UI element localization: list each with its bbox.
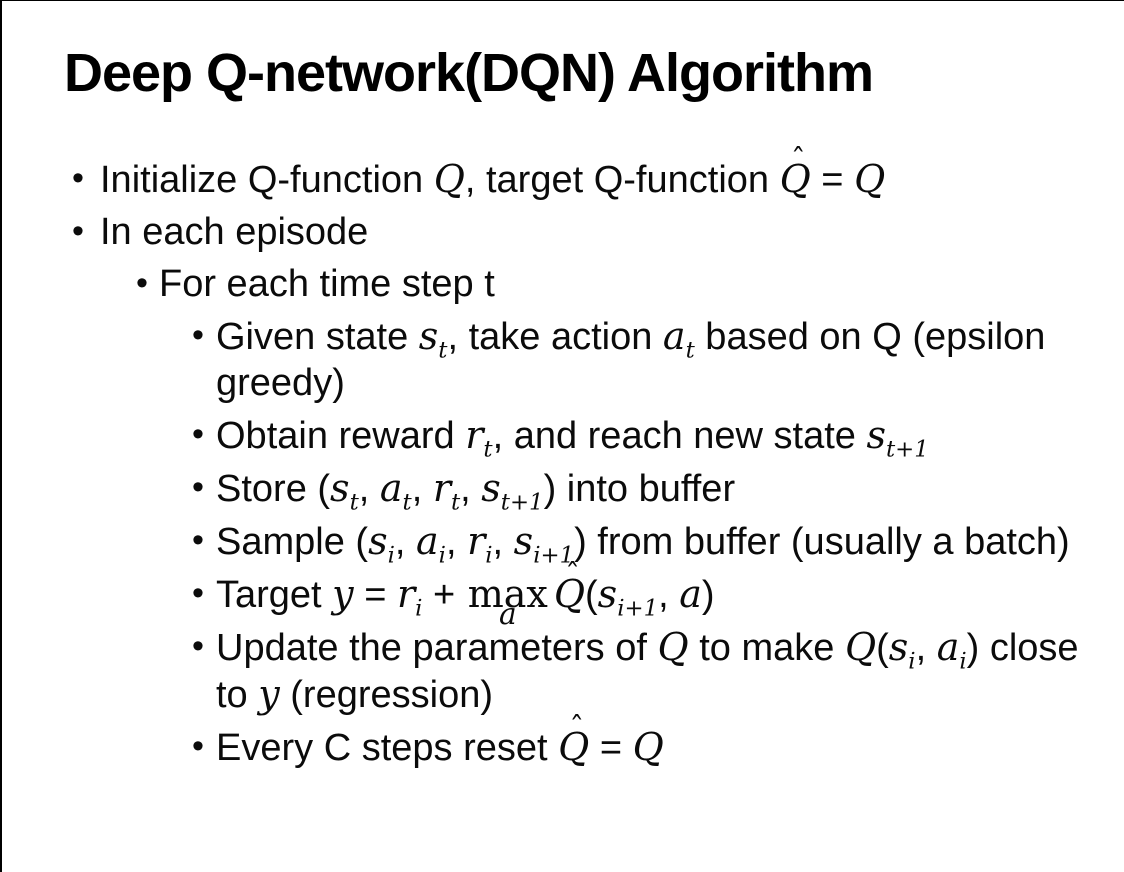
math-var: s	[513, 519, 534, 564]
bullet-marker-icon: •	[72, 212, 84, 251]
bullet-marker-icon: •	[192, 415, 204, 454]
math-subscript: i	[908, 649, 916, 676]
bullet-item: •Store (st, at, rt, st+1) into buffer	[192, 466, 736, 517]
hat-accent: ˆ	[790, 141, 806, 177]
math-subscript: t	[438, 338, 448, 365]
math-var: Q	[844, 625, 877, 670]
slide-title: Deep Q-network(DQN) Algorithm	[64, 43, 874, 103]
bullet-item: •Obtain reward rt, and reach new state s…	[192, 413, 929, 464]
math-var: a	[936, 625, 960, 670]
bullet-marker-icon: •	[192, 521, 204, 560]
max-operator-argument: a	[498, 595, 517, 631]
bullet-marker-icon: •	[192, 468, 204, 507]
hat-accent: ˆ	[565, 556, 580, 592]
math-var: y	[332, 572, 354, 617]
math-subscript: t+1	[500, 490, 544, 517]
math-subscript: i	[387, 543, 395, 570]
math-var: s	[481, 466, 501, 511]
bullet-item: •For each time step t	[136, 261, 1098, 307]
math-subscript: i	[959, 649, 967, 676]
math-var: s	[866, 413, 886, 458]
hat-accent: ˆ	[569, 709, 585, 745]
math-var: s	[330, 466, 350, 511]
math-subscript: t+1	[886, 437, 929, 464]
math-subscript: t	[402, 490, 412, 517]
bullet-item: •Update the parameters of Q to make Q(si…	[192, 625, 1079, 717]
math-var: Q	[854, 157, 886, 202]
math-var: a	[416, 519, 439, 564]
bullet-marker-icon: •	[192, 574, 204, 613]
math-var: a	[662, 314, 686, 359]
math-subscript: t	[685, 338, 695, 365]
math-subscript: i	[438, 543, 446, 570]
math-subscript: t	[349, 490, 359, 517]
bullet-marker-icon: •	[192, 627, 204, 666]
math-var: s	[418, 314, 439, 359]
math-subscript: i	[485, 543, 493, 570]
math-var: r	[465, 413, 484, 458]
bullet-item: •In each episode	[72, 209, 1098, 255]
math-var: Q	[657, 625, 689, 670]
math-var: Q	[433, 157, 465, 202]
bullet-list: •Initialize Q-function Q, target Q-funct…	[2, 141, 1098, 771]
bullet-item: •Initialize Q-function Q, target Q-funct…	[72, 141, 886, 202]
math-var: s	[597, 572, 618, 617]
math-subscript: i+1	[617, 596, 659, 623]
math-var: r	[396, 572, 416, 617]
math-var: a	[679, 572, 702, 617]
bullet-marker-icon: •	[192, 316, 204, 355]
bullet-item: •Sample (si, ai, ri, si+1) from buffer (…	[192, 519, 1070, 570]
math-var: r	[432, 466, 451, 511]
bullet-marker-icon: •	[72, 159, 84, 198]
math-var: a	[379, 466, 403, 511]
math-subscript: i	[415, 596, 423, 623]
math-subscript: t	[483, 437, 493, 464]
math-var: r	[467, 519, 486, 564]
bullet-marker-icon: •	[136, 264, 148, 303]
math-var: y	[258, 672, 280, 717]
math-subscript: t	[450, 490, 461, 517]
math-var: Q	[632, 725, 664, 770]
math-subscript: i+1	[533, 543, 575, 570]
bullet-item: •Given state st, take action at based on…	[192, 314, 1046, 405]
math-var: s	[368, 519, 388, 564]
math-var: s	[888, 625, 909, 670]
bullet-marker-icon: •	[192, 727, 204, 766]
max-operator-name: max	[467, 572, 548, 617]
